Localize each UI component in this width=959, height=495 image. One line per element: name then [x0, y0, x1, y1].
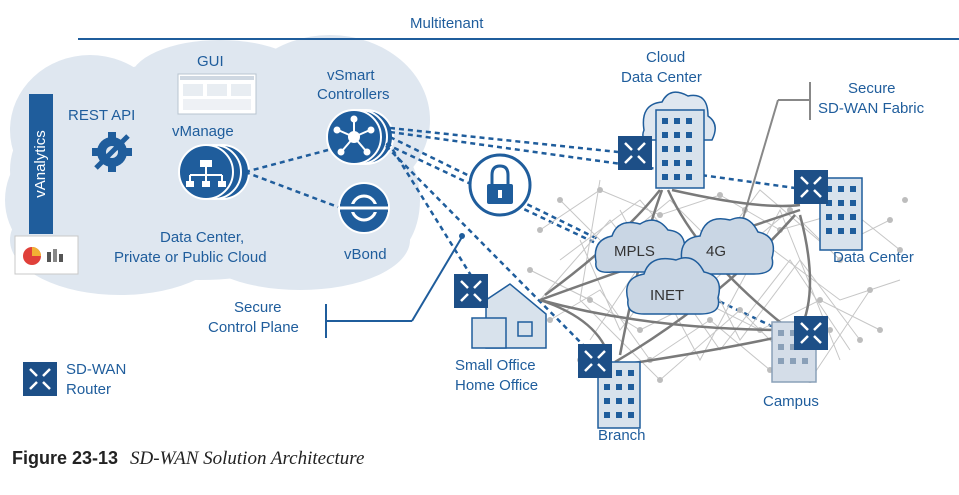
vanalytics-thumbnail [14, 235, 79, 275]
router-legend-icon [23, 362, 57, 396]
soho-label-line2: Home Office [455, 377, 539, 394]
lock-icon [468, 153, 532, 217]
router-campus [794, 316, 828, 350]
secure-fabric-bracket [741, 82, 811, 223]
vanalytics-bar [29, 94, 53, 234]
rest-api-gear-icon [92, 132, 132, 172]
figure-title: SD-WAN Solution Architecture [130, 448, 365, 469]
vbond-label: vBond [344, 246, 387, 263]
secure-fabric-label-line1: Secure [848, 80, 896, 97]
dc-cloud-label-line2: Private or Public Cloud [114, 249, 267, 266]
gui-thumbnail [177, 73, 257, 115]
campus-label: Campus [763, 393, 819, 410]
cloud-dc-building [655, 109, 705, 189]
gui-label: GUI [197, 53, 224, 70]
multitenant-label: Multitenant [410, 15, 484, 32]
soho-label-line1: Small Office [455, 357, 536, 374]
vsmart-icon [326, 109, 394, 165]
router-soho [454, 274, 488, 308]
vmanage-label: vManage [172, 123, 234, 140]
transport-cloud-inet [626, 257, 721, 315]
mpls-label: MPLS [614, 243, 655, 260]
soho-house [471, 283, 547, 349]
4g-label: 4G [706, 243, 727, 260]
vsmart-label-line1: vSmart [327, 67, 375, 84]
secure-control-label-line2: Control Plane [208, 319, 299, 336]
cloud-dc-label-line2: Data Center [621, 69, 702, 86]
cloud-dc-label-line1: Cloud [646, 49, 686, 66]
inet-label: INET [650, 287, 685, 304]
legend-router-label-line1: SD-WAN [66, 361, 127, 378]
vbond-icon [338, 182, 390, 234]
legend-router-label-line2: Router [66, 381, 112, 398]
secure-control-bracket [325, 236, 463, 338]
branch-label: Branch [598, 427, 646, 444]
management-links [244, 148, 339, 209]
figure-caption: Figure 23-13 SD-WAN Solution Architecture [12, 448, 364, 470]
router-cloud-dc [618, 136, 652, 170]
data-center-label: Data Center [833, 249, 914, 266]
rest-api-label: REST API [68, 107, 136, 124]
router-data-center [794, 170, 828, 204]
vanalytics-label: vAnalytics [32, 130, 49, 198]
figure-number: Figure 23-13 [12, 448, 119, 468]
dc-cloud-label-line1: Data Center, [160, 229, 245, 246]
vmanage-icon [178, 144, 250, 200]
secure-fabric-label-line2: SD-WAN Fabric [818, 100, 925, 117]
router-branch [578, 344, 612, 378]
vsmart-label-line2: Controllers [317, 86, 390, 103]
secure-control-label-line1: Secure [234, 299, 282, 316]
